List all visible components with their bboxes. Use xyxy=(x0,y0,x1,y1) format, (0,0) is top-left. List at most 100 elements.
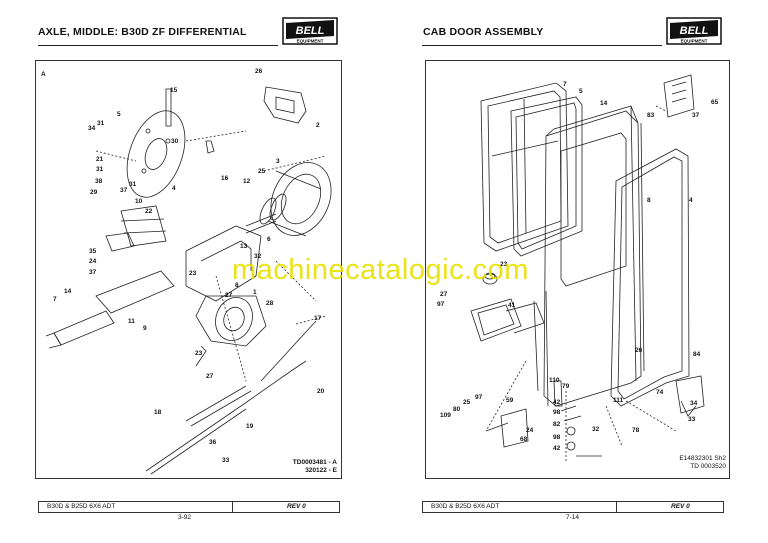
callout: 42 xyxy=(553,399,561,406)
callout: 23 xyxy=(500,261,508,268)
left-page-title: AXLE, MIDDLE: B30D ZF DIFFERENTIAL xyxy=(38,26,247,38)
section-letter: A xyxy=(41,71,46,78)
callout: 36 xyxy=(209,439,217,446)
callout: 30 xyxy=(171,138,179,145)
callout: 35 xyxy=(89,248,97,255)
callout: 6 xyxy=(267,236,271,243)
watermark-text: machinecatalogic.com xyxy=(232,254,529,286)
callout: 84 xyxy=(693,351,701,358)
callout: 32 xyxy=(592,426,600,433)
callout: 22 xyxy=(145,208,153,215)
callout: 28 xyxy=(266,300,274,307)
callout: 23 xyxy=(195,350,203,357)
footer-model: B30D & B25D 6X6 ADT xyxy=(47,503,116,510)
cab-door-exploded-diagram xyxy=(470,74,705,461)
callout: 3 xyxy=(276,158,280,165)
bell-logo-text: BELL xyxy=(296,25,325,37)
callout: 111 xyxy=(613,397,624,404)
callout: 4 xyxy=(689,197,693,204)
drawing-reference: E14832301 Sh2 TD 0003520 xyxy=(679,455,726,471)
callout: 37 xyxy=(120,187,128,194)
callout: 19 xyxy=(246,423,254,430)
callout: 65 xyxy=(711,99,719,106)
callout: 79 xyxy=(562,383,570,390)
callout: 29 xyxy=(90,189,98,196)
right-header-rule xyxy=(422,45,662,46)
footer-divider xyxy=(616,501,617,513)
callout: 7 xyxy=(53,296,57,303)
bell-logo-text: BELL xyxy=(680,25,709,37)
bell-logo: BELL EQUIPMENT xyxy=(282,17,338,45)
left-header-rule xyxy=(38,45,278,46)
callout: 10 xyxy=(135,198,143,205)
callout: 18 xyxy=(154,409,162,416)
callout: 31 xyxy=(97,120,105,127)
callout: 8 xyxy=(235,282,239,289)
callout: 21 xyxy=(96,156,104,163)
bell-logo: BELL EQUIPMENT xyxy=(666,17,722,45)
callout: 5 xyxy=(579,88,583,95)
callout: 37 xyxy=(89,269,97,276)
callout: 32 xyxy=(254,253,262,260)
callout: 7 xyxy=(563,81,567,88)
callout: 37 xyxy=(692,112,700,119)
callout: 2 xyxy=(316,122,320,129)
left-page: AXLE, MIDDLE: B30D ZF DIFFERENTIAL BELL … xyxy=(35,17,342,521)
callout: 68 xyxy=(520,436,528,443)
callout: 98 xyxy=(553,434,561,441)
callout: 78 xyxy=(632,427,640,434)
callout: 27 xyxy=(206,373,214,380)
callout: 26 xyxy=(255,68,263,75)
callout: 80 xyxy=(453,406,461,413)
callout: 97 xyxy=(475,394,483,401)
callout: 110 xyxy=(549,377,560,384)
bell-logo-sub: EQUIPMENT xyxy=(297,39,324,44)
callout: 13 xyxy=(240,243,248,250)
footer-rev: REV 0 xyxy=(671,503,690,510)
callout: 82 xyxy=(553,421,561,428)
callout: 83 xyxy=(647,112,655,119)
callout: 34 xyxy=(88,125,96,132)
right-footer: B30D & B25D 6X6 ADT REV 0 xyxy=(422,501,724,513)
right-page-number: 7-14 xyxy=(566,514,580,521)
callout: 26 xyxy=(635,347,643,354)
left-page-number: 3-92 xyxy=(178,514,192,521)
callout: 59 xyxy=(506,397,514,404)
callout: 8 xyxy=(647,197,651,204)
drawing-reference: TD0003481 - A 320122 - E xyxy=(292,459,337,475)
callout: 27 xyxy=(225,292,233,299)
right-diagram-frame: 7 5 14 83 65 37 8 4 27 97 41 23 26 84 11… xyxy=(425,60,730,479)
callout: 42 xyxy=(553,445,561,452)
callout: 31 xyxy=(96,166,104,173)
right-page-title: CAB DOOR ASSEMBLY xyxy=(423,26,544,38)
callout: 109 xyxy=(440,412,451,419)
callout: 97 xyxy=(437,301,445,308)
callout: 9 xyxy=(143,325,147,332)
callout: 11 xyxy=(128,318,135,325)
axle-exploded-diagram xyxy=(45,86,332,475)
callout: 98 xyxy=(553,409,561,416)
callout: 33 xyxy=(222,457,230,464)
callout: 20 xyxy=(317,388,325,395)
callout: 14 xyxy=(64,288,72,295)
callout: 38 xyxy=(95,178,103,185)
footer-rev: REV 0 xyxy=(287,503,306,510)
callout: 15 xyxy=(170,87,178,94)
callout: 23 xyxy=(189,270,197,277)
callout: 24 xyxy=(89,258,97,265)
right-page: CAB DOOR ASSEMBLY BELL EQUIPMENT xyxy=(384,0,768,543)
callout: 17 xyxy=(314,315,322,322)
callout: 1 xyxy=(253,289,257,296)
footer-model: B30D & B25D 6X6 ADT xyxy=(431,503,500,510)
callout: 12 xyxy=(243,178,251,185)
callout: 25 xyxy=(258,168,266,175)
bell-logo-sub: EQUIPMENT xyxy=(681,39,708,44)
callout: 25 xyxy=(463,399,471,406)
callout: 27 xyxy=(440,291,448,298)
callout: 31 xyxy=(129,181,137,188)
callout: 34 xyxy=(690,400,698,407)
callout: 24 xyxy=(526,427,534,434)
callout: 41 xyxy=(508,302,516,309)
callout: 14 xyxy=(600,100,608,107)
callout: 4 xyxy=(172,185,176,192)
